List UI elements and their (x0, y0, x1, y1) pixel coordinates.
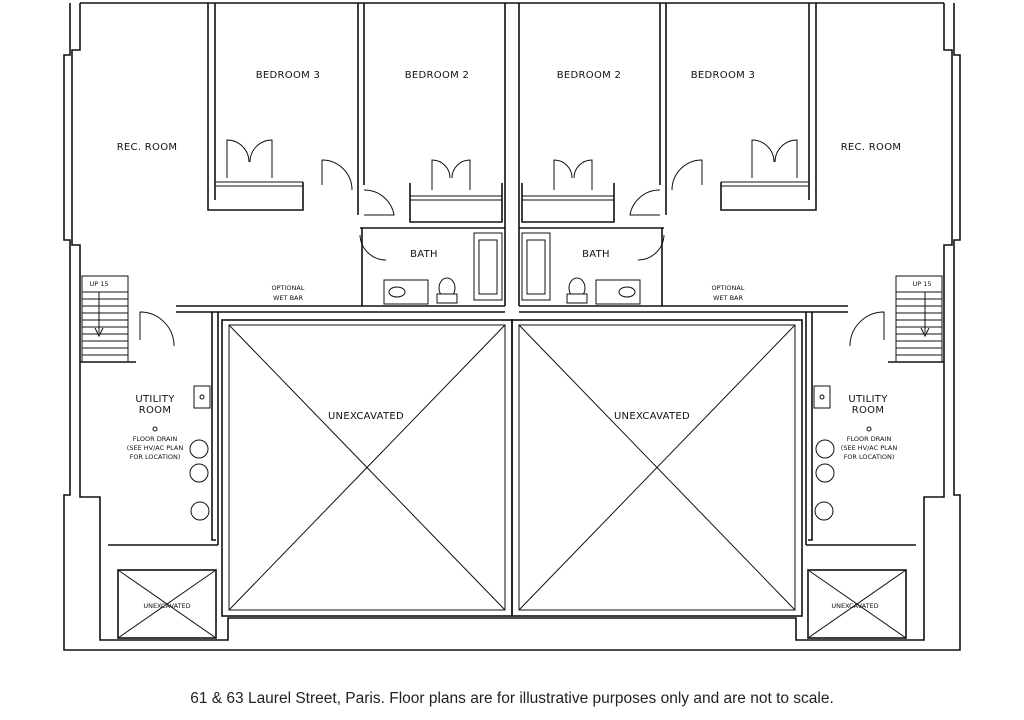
left-utility-label-1: UTILITY (135, 394, 175, 405)
left-unexcavated-small-label: UNEXCAVATED (143, 602, 190, 610)
left-bath-label: BATH (410, 249, 438, 260)
left-floor-drain-label-1: FLOOR DRAIN (133, 435, 178, 443)
left-utility-label-2: ROOM (139, 405, 172, 416)
left-wet-bar-label-2: WET BAR (273, 294, 303, 302)
right-bedroom-2-label: BEDROOM 2 (557, 70, 621, 81)
left-bedroom-2-label: BEDROOM 2 (405, 70, 469, 81)
right-stair-label: UP 15 (912, 280, 931, 288)
right-unit-plan (511, 2, 961, 651)
right-utility-label-2: ROOM (852, 405, 885, 416)
left-floor-drain-label-2: (SEE HV/AC PLAN (127, 444, 184, 452)
right-floor-drain-label-1: FLOOR DRAIN (847, 435, 892, 443)
right-unexcavated-small-label: UNEXCAVATED (831, 602, 878, 610)
left-unexcavated-main-label: UNEXCAVATED (328, 411, 404, 422)
right-unexcavated-main-label: UNEXCAVATED (614, 411, 690, 422)
right-utility-label-1: UTILITY (848, 394, 888, 405)
right-wet-bar-label-1: OPTIONAL (712, 284, 745, 292)
left-floor-drain-label-3: FOR LOCATION) (130, 453, 181, 461)
left-rec-room-label: REC. ROOM (117, 142, 178, 153)
right-wet-bar-label-2: WET BAR (713, 294, 743, 302)
left-bedroom-3-label: BEDROOM 3 (256, 70, 320, 81)
right-floor-drain-label-2: (SEE HV/AC PLAN (841, 444, 898, 452)
floor-plan: BEDROOM 3 BEDROOM 2 REC. ROOM BATH OPTIO… (63, 2, 961, 651)
caption: 61 & 63 Laurel Street, Paris. Floor plan… (190, 690, 834, 707)
left-unit-plan (63, 2, 513, 651)
left-stair-label: UP 15 (89, 280, 108, 288)
right-floor-drain-label-3: FOR LOCATION) (844, 453, 895, 461)
right-bedroom-3-label: BEDROOM 3 (691, 70, 755, 81)
left-wet-bar-label-1: OPTIONAL (272, 284, 305, 292)
right-bath-label: BATH (582, 249, 610, 260)
right-rec-room-label: REC. ROOM (841, 142, 902, 153)
